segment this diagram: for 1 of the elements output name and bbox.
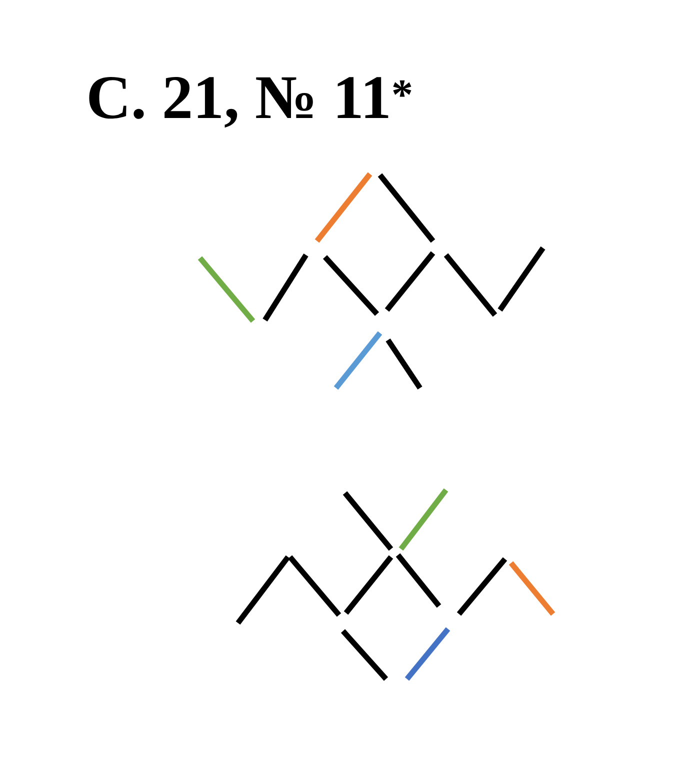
title: С. 21, № 11$^{*}$ (89, 76, 412, 128)
